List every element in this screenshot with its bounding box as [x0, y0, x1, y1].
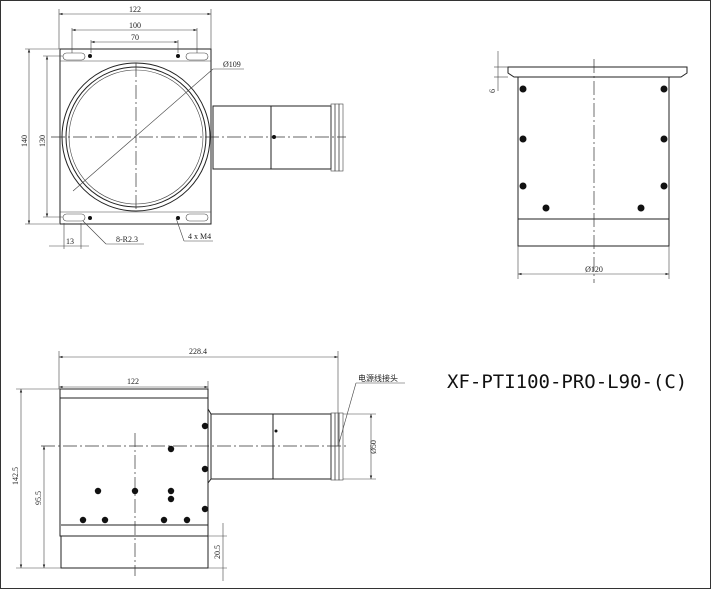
slot-note: 8-R2.3 — [116, 235, 138, 244]
body — [59, 388, 209, 537]
body — [517, 76, 670, 247]
dim-tube-diameter: Ø50 — [369, 440, 378, 454]
dim-axis-height: 95.5 — [34, 491, 43, 505]
dim-height: 140 — [20, 135, 29, 147]
connector-label: 电源线接头 — [358, 373, 398, 383]
side-view: 6 Ø120 — [488, 51, 688, 283]
thread-note: 4 x M4 — [188, 232, 211, 241]
dim-height: 142.5 — [11, 467, 20, 485]
mounting-plate — [59, 48, 212, 225]
dim-slot-length: 13 — [66, 237, 74, 246]
dim-flange: 6 — [488, 89, 497, 93]
top-view: 122 100 70 Ø109 140 130 13 8-R2.3 4 x M4 — [20, 5, 346, 249]
motor-tube — [212, 105, 332, 170]
dim-diameter: Ø120 — [585, 265, 603, 274]
front-view: 228.4 122 142.5 95.5 20.5 Ø50 电源线接头 — [11, 347, 405, 581]
motor-tube — [210, 413, 332, 480]
dim-base: 20.5 — [213, 545, 222, 559]
flange — [507, 66, 688, 78]
dim-body-width: 122 — [127, 377, 139, 386]
dim-width: 122 — [129, 5, 141, 14]
dim-diameter: Ø109 — [223, 60, 241, 69]
dim-slot-span: 100 — [129, 21, 141, 30]
dim-hole-span: 70 — [131, 33, 139, 42]
dim-slot-height: 130 — [38, 135, 47, 147]
dim-total-length: 228.4 — [189, 347, 207, 356]
model-title: XF-PTI100-PRO-L90-(C) — [447, 371, 687, 393]
base — [60, 535, 209, 569]
mounting-slots — [62, 52, 209, 222]
